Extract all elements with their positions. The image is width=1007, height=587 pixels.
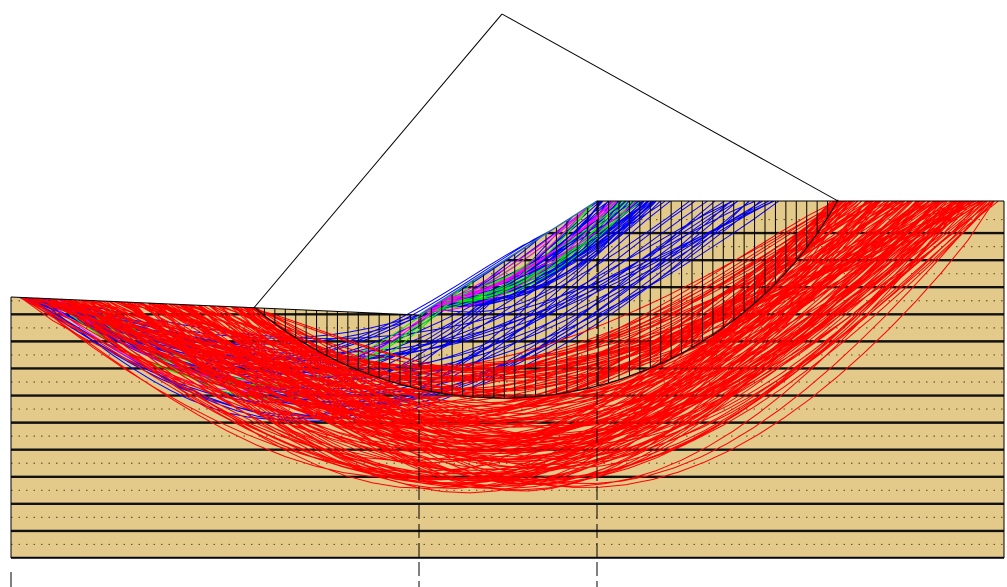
trial-slip-surface	[180, 200, 983, 400]
trial-slip-surface	[89, 200, 957, 422]
trial-slip-surface	[73, 200, 835, 489]
trial-slip-surface	[90, 200, 954, 479]
soil-fill	[11, 201, 1004, 558]
trial-slip-surface	[252, 200, 991, 485]
trial-slip-surface	[61, 200, 852, 421]
trial-slip-surface	[126, 200, 941, 490]
slope-face-line	[418, 200, 598, 316]
trial-slip-surface	[161, 200, 968, 441]
trial-slip-surface	[180, 200, 921, 434]
trial-slip-surface	[28, 229, 552, 362]
critical-slip-surface	[253, 13, 839, 399]
trial-slip-surface	[130, 200, 844, 485]
trial-slip-surface	[31, 200, 889, 472]
trial-slip-surface	[239, 200, 877, 380]
critical-arc	[253, 199, 839, 399]
trial-slip-surface	[155, 200, 936, 458]
trial-slip-surface	[426, 205, 590, 311]
radius-line-right	[501, 13, 839, 202]
trial-slip-surface	[440, 200, 638, 302]
trial-slip-surface	[249, 200, 937, 379]
trial-slip-surface	[172, 200, 971, 485]
trial-slip-surface	[446, 200, 633, 298]
trial-slip-surface	[105, 200, 936, 487]
trial-slip-surface	[30, 200, 960, 391]
trial-slip-surface	[81, 200, 880, 380]
trial-slip-surface	[45, 200, 846, 395]
trial-slip-surface	[39, 200, 894, 374]
trial-slip-surface	[208, 200, 906, 444]
trial-slip-surface	[164, 200, 910, 471]
trial-slip-surface	[442, 200, 615, 301]
ground-surface-outline	[10, 200, 1005, 559]
trial-slip-surface	[131, 200, 931, 370]
trial-slip-surface	[424, 200, 617, 313]
radius-line-left	[253, 13, 503, 309]
trial-slip-surface	[127, 200, 958, 455]
trial-slip-surfaces	[19, 200, 999, 494]
trial-slip-surface	[66, 200, 944, 475]
trial-slip-surface	[423, 200, 641, 313]
trial-slip-surface	[88, 200, 965, 453]
section-markers	[10, 201, 598, 587]
trial-slip-surface	[242, 200, 879, 408]
trial-slip-surface	[108, 200, 882, 428]
trial-slip-surface	[111, 200, 977, 371]
trial-slip-surface	[98, 200, 919, 471]
trial-slip-surface	[432, 205, 590, 307]
trial-slip-surface	[69, 200, 992, 438]
trial-slip-surface	[244, 200, 965, 487]
trial-slip-surface	[159, 200, 894, 426]
trial-slip-surface	[243, 200, 887, 373]
trial-slip-surface	[152, 200, 845, 420]
